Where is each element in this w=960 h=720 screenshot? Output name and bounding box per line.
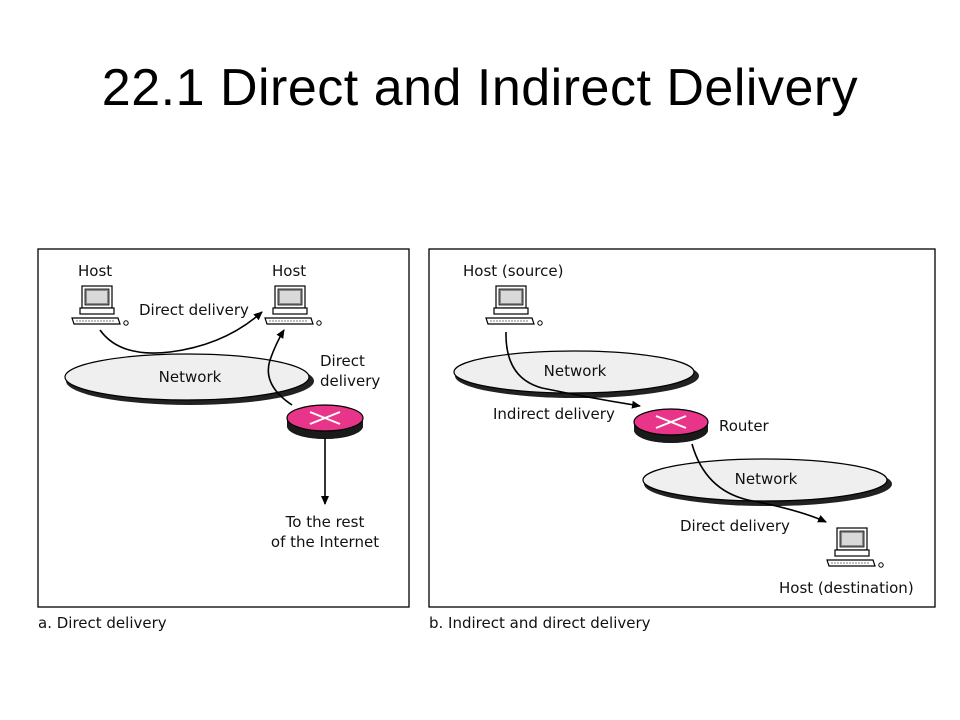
router-arrow-label-1: Direct [320, 352, 365, 370]
network-top-label: Network [544, 362, 607, 380]
host-right-label: Host [272, 262, 306, 280]
slide-title: 22.1 Direct and Indirect Delivery [101, 59, 859, 117]
direct-delivery-label: Direct delivery [139, 301, 249, 319]
indirect-delivery-label: Indirect delivery [493, 405, 615, 423]
indirect-delivery-arrow [505, 331, 641, 409]
internet-label-2: of the Internet [271, 533, 379, 551]
router-arrow-label-2: delivery [320, 372, 380, 390]
host-left-label: Host [78, 262, 112, 280]
router-to-host-arrow [267, 329, 293, 406]
panel-indirect-delivery: Network Network Host (source) Indirect d… [428, 248, 936, 608]
host-source-label: Host (source) [463, 262, 563, 280]
internet-label-1: To the rest [285, 513, 365, 531]
network-bottom-label: Network [735, 470, 798, 488]
panel-direct-delivery: Network Host Host Direct delivery Direct… [37, 248, 410, 608]
network-top-ellipse [453, 350, 695, 394]
router-icon-b [633, 408, 709, 443]
panel-b-caption: b. Indirect and direct delivery [429, 614, 651, 632]
network-ellipse [64, 353, 310, 401]
network-label: Network [159, 368, 222, 386]
panel-a-caption: a. Direct delivery [38, 614, 167, 632]
host-destination-label: Host (destination) [779, 579, 914, 597]
direct-delivery-arrow [99, 311, 263, 354]
direct-delivery-label-b: Direct delivery [680, 517, 790, 535]
router-label: Router [719, 417, 770, 435]
direct-delivery-arrow-b [691, 443, 827, 523]
router-icon [286, 404, 364, 439]
